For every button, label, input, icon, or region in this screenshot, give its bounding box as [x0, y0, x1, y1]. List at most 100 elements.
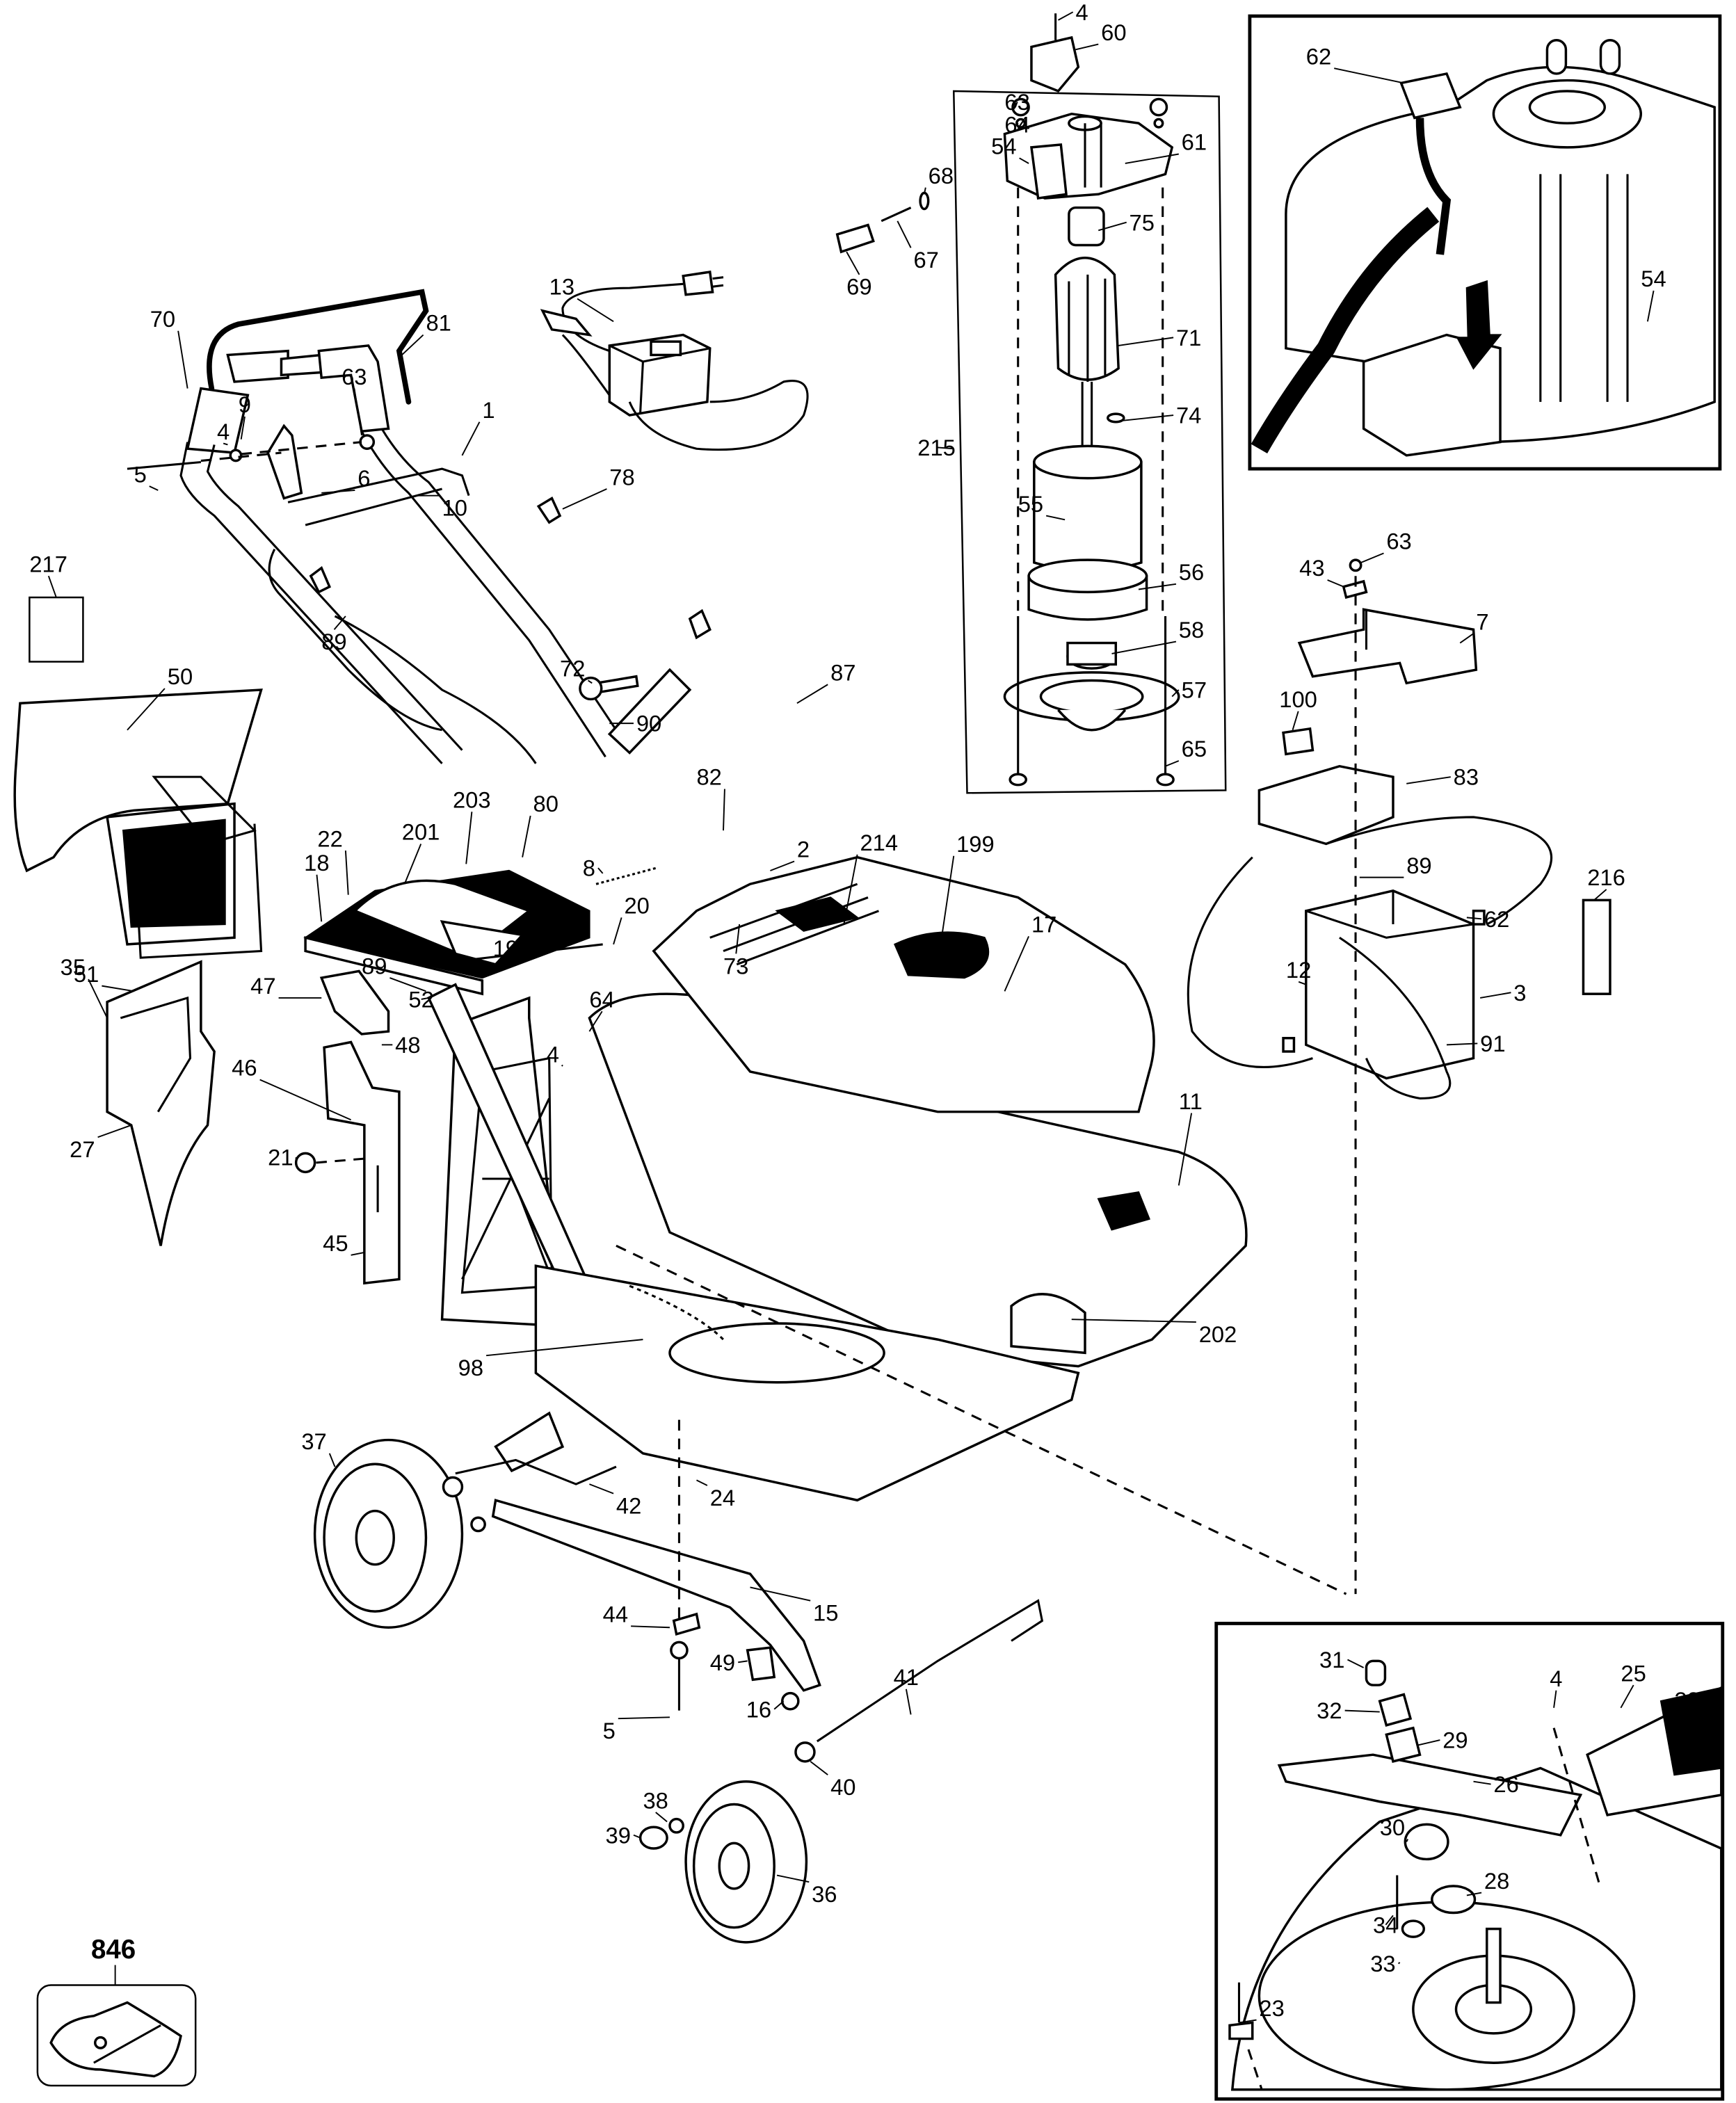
part-number-label: 19	[493, 935, 518, 961]
leader-line	[461, 421, 481, 456]
part-callout-64: 64	[588, 986, 615, 1032]
part-number-label: 34	[1373, 1912, 1398, 1937]
leader-line	[588, 1010, 603, 1032]
brush-spring-parts	[835, 191, 930, 254]
leader-line	[1466, 917, 1482, 920]
part-number-label: 40	[830, 1774, 855, 1800]
leader-line	[1385, 1915, 1394, 1926]
leader-line	[1014, 102, 1018, 108]
leader-line	[1098, 221, 1127, 232]
part-callout-60: 60	[1075, 19, 1127, 51]
leader-line	[770, 860, 795, 871]
part-number-label: 58	[1179, 617, 1204, 643]
part-number-label: 78	[609, 464, 634, 490]
part-callout-89: 89	[321, 615, 347, 654]
part-callout-34: 34	[1373, 1912, 1398, 1937]
leader-line	[353, 388, 362, 436]
hardware-kit	[36, 1984, 197, 2087]
part-callout-4: 4	[1550, 1666, 1563, 1708]
part-callout-26: 26	[1473, 1771, 1519, 1797]
part-number-label: 62	[1484, 906, 1509, 932]
part-callout-55: 55	[1018, 491, 1066, 521]
leader-line	[1646, 290, 1655, 322]
part-number-label: 80	[533, 791, 558, 816]
part-number-label: 201	[402, 819, 440, 845]
part-number-label: 4	[1550, 1666, 1562, 1691]
leader-line	[421, 997, 429, 1000]
part-number-label: 100	[1279, 686, 1317, 712]
kit-number-label: 846	[91, 1935, 136, 1965]
part-number-label: 217	[29, 551, 67, 577]
part-number-label: 64	[589, 986, 614, 1012]
leader-line	[631, 1625, 670, 1629]
part-number-label: 203	[453, 787, 491, 812]
part-callout-10: 10	[415, 495, 467, 521]
leader-line	[1058, 11, 1074, 21]
part-number-label: 32	[1317, 1698, 1342, 1723]
part-number-label: 23	[1259, 1995, 1284, 2021]
leader-line	[613, 917, 622, 945]
leader-line	[102, 985, 134, 992]
part-callout-40: 40	[810, 1761, 855, 1800]
part-callout-215: 215	[917, 435, 956, 460]
part-callout-90: 90	[609, 711, 661, 736]
leader-line	[344, 851, 349, 895]
leader-line	[520, 940, 543, 949]
leader-line	[1327, 579, 1344, 588]
mower-deck	[427, 855, 1248, 1502]
leader-line	[389, 977, 426, 992]
wheels	[313, 1244, 1347, 1944]
leader-line	[1019, 157, 1029, 164]
part-number-label: 8	[583, 855, 595, 881]
leader-line	[846, 251, 860, 275]
part-number-label: 74	[1176, 403, 1201, 428]
leader-line	[776, 1874, 810, 1883]
leader-line	[1292, 711, 1299, 731]
part-number-label: 71	[1176, 325, 1201, 350]
part-callout-4: 4	[217, 419, 230, 446]
height-adjuster	[294, 969, 401, 1285]
part-callout-56: 56	[1138, 559, 1204, 590]
part-number-label: 68	[929, 163, 954, 188]
part-number-label: 98	[458, 1355, 483, 1380]
part-number-label: 56	[1179, 559, 1204, 585]
part-callout-32: 32	[1317, 1698, 1380, 1723]
leader-line	[1334, 67, 1404, 84]
springs	[428, 867, 657, 966]
leader-line	[1178, 1113, 1193, 1186]
part-callout-100: 100	[1279, 686, 1317, 731]
leader-line	[321, 489, 355, 494]
leader-line	[561, 1064, 563, 1067]
part-callout-15: 15	[750, 1586, 838, 1626]
brush-detail-inset	[1248, 14, 1722, 471]
leader-line	[773, 1700, 785, 1710]
part-number-label: 87	[830, 659, 855, 685]
part-callout-80: 80	[522, 791, 558, 857]
part-number-label: 89	[321, 629, 346, 654]
part-callout-29: 29	[1417, 1727, 1468, 1753]
leader-line	[1397, 1962, 1401, 1965]
part-callout-33: 33	[1370, 1951, 1401, 1976]
part-callout-49: 49	[710, 1650, 748, 1675]
part-number-label: 16	[746, 1696, 771, 1722]
part-number-label: 29	[1442, 1727, 1468, 1753]
part-callout-4: 4	[547, 1041, 563, 1067]
leader-line	[750, 1586, 811, 1602]
leader-line	[1004, 935, 1029, 992]
part-callout-44: 44	[603, 1602, 670, 1629]
leader-line	[1138, 583, 1177, 590]
part-number-label: 54	[991, 134, 1016, 159]
part-number-label: 63	[341, 364, 367, 389]
leader-line	[47, 575, 57, 598]
part-callout-45: 45	[323, 1230, 365, 1256]
part-number-label: 47	[250, 973, 275, 999]
part-callout-35: 35	[61, 954, 108, 1019]
part-number-label: 37	[301, 1428, 326, 1454]
part-callout-16: 16	[746, 1696, 785, 1722]
part-number-label: 36	[812, 1881, 837, 1907]
part-number-label: 28	[1484, 1868, 1509, 1894]
part-callout-70: 70	[150, 306, 188, 389]
part-number-label: 7	[1476, 609, 1488, 634]
leader-line	[1360, 552, 1384, 563]
part-number-label: 49	[710, 1650, 735, 1675]
